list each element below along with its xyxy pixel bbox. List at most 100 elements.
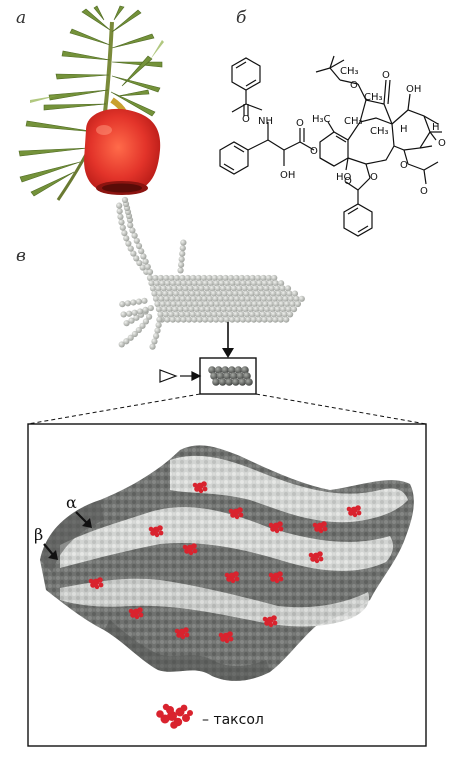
tubulin-bead bbox=[219, 300, 226, 308]
tubulin-bead bbox=[202, 280, 209, 287]
tubulin-bead bbox=[233, 274, 240, 282]
tubulin-bead bbox=[196, 295, 203, 302]
beta-label: β bbox=[34, 525, 43, 544]
tubulin-bead bbox=[160, 285, 167, 292]
tubulin-bead bbox=[173, 290, 180, 297]
tubulin-bead bbox=[190, 295, 197, 302]
tubulin-bead bbox=[196, 316, 203, 323]
tubulin-bead bbox=[228, 295, 235, 302]
tubulin-bead bbox=[233, 311, 240, 318]
taxol-molecule bbox=[182, 544, 188, 550]
tubulin-bead bbox=[243, 290, 250, 297]
tubulin-bead bbox=[170, 300, 177, 308]
tubulin-bead bbox=[247, 285, 254, 292]
taxol-molecule bbox=[184, 548, 190, 554]
tubulin-bead bbox=[294, 300, 301, 308]
tubulin-bead bbox=[163, 274, 170, 282]
tubulin-bead bbox=[135, 298, 143, 305]
tubulin-bead bbox=[187, 285, 194, 292]
tubulin-bead bbox=[206, 295, 214, 302]
tubulin-bead bbox=[260, 274, 267, 282]
tubulin-bead bbox=[273, 300, 280, 308]
tubulin-bead bbox=[141, 297, 148, 304]
taxol-molecule bbox=[268, 572, 274, 578]
tubulin-bead bbox=[154, 327, 161, 334]
taxol-molecule bbox=[137, 607, 143, 613]
taxol-molecule bbox=[148, 526, 154, 532]
tubulin-bead bbox=[133, 237, 140, 244]
tubulin-bead bbox=[251, 280, 258, 287]
tubulin-bead bbox=[289, 300, 296, 308]
tubulin-bead bbox=[266, 295, 273, 302]
tubulin-bead bbox=[254, 311, 261, 318]
tubulin-bead bbox=[193, 285, 200, 292]
tubulin-bead bbox=[206, 274, 213, 282]
tubulin-bead bbox=[198, 285, 205, 292]
tubulin-bead bbox=[153, 280, 160, 287]
tubulin-bead bbox=[252, 285, 259, 292]
tubulin-bead bbox=[216, 372, 225, 380]
tubulin-bead bbox=[164, 316, 171, 323]
panel-label-v: в bbox=[16, 246, 26, 266]
tubulin-bead bbox=[120, 311, 127, 318]
tubulin-bead bbox=[242, 306, 249, 313]
tubulin-bead bbox=[173, 274, 181, 282]
tubulin-bead bbox=[281, 290, 288, 297]
tubulin-bead bbox=[212, 316, 220, 323]
taxol-molecule bbox=[346, 506, 352, 512]
tubulin-bead bbox=[270, 311, 277, 318]
tubulin-bead bbox=[261, 316, 268, 323]
tubulin-bead bbox=[181, 300, 188, 308]
tubulin-bead bbox=[263, 285, 270, 292]
tubulin-bead bbox=[189, 311, 196, 318]
tubulin-bead bbox=[166, 285, 173, 292]
tubulin-bead bbox=[275, 290, 282, 297]
tubulin-bead bbox=[126, 310, 133, 317]
tubulin-bead bbox=[228, 366, 236, 374]
tubulin-bead bbox=[118, 219, 125, 226]
tubulin-bead bbox=[123, 338, 130, 345]
tubulin-bead bbox=[245, 378, 253, 386]
tubulin-bead bbox=[133, 314, 140, 321]
tubulin-bead bbox=[214, 285, 221, 292]
taxol-molecule bbox=[274, 578, 280, 584]
taxol-molecule bbox=[234, 576, 240, 582]
atom-label: CH₃ bbox=[370, 126, 389, 137]
tubulin-bead bbox=[159, 280, 166, 287]
tubulin-bead bbox=[168, 311, 175, 318]
taxol-molecule bbox=[194, 486, 200, 492]
tubulin-bead bbox=[159, 300, 166, 308]
tubulin-bead bbox=[209, 306, 217, 313]
tubulin-bead bbox=[180, 280, 187, 287]
tubulin-bead bbox=[168, 274, 175, 282]
taxol-molecule bbox=[174, 628, 180, 634]
tubulin-bead bbox=[249, 311, 256, 318]
taxol-molecule bbox=[150, 530, 156, 536]
tubulin-bead bbox=[186, 280, 193, 287]
tubulin-bead bbox=[280, 306, 287, 313]
tubulin-bead bbox=[260, 295, 268, 302]
tubulin-bead bbox=[139, 264, 146, 271]
tubulin-bead bbox=[124, 300, 131, 307]
tubulin-bead bbox=[183, 290, 190, 297]
taxol-molecule bbox=[356, 510, 362, 516]
taxol-molecule bbox=[228, 636, 234, 642]
tubulin-bead bbox=[224, 280, 231, 287]
tubulin-bead bbox=[234, 316, 241, 323]
taxol-molecule bbox=[238, 512, 244, 518]
taxol-molecule bbox=[184, 632, 190, 638]
taxol-molecule bbox=[218, 632, 224, 638]
tubulin-bead bbox=[216, 290, 223, 297]
tubulin-bead bbox=[178, 290, 185, 297]
alpha-arrow-icon bbox=[75, 511, 92, 528]
taxol-molecule bbox=[220, 636, 226, 642]
taxol-molecule bbox=[88, 578, 94, 584]
tubulin-bead bbox=[217, 295, 224, 302]
tubulin-bead bbox=[195, 274, 202, 282]
tubulin-bead bbox=[250, 316, 257, 323]
tubulin-bead bbox=[123, 235, 130, 242]
tubulin-bead bbox=[147, 304, 154, 312]
tubulin-bead bbox=[210, 372, 218, 380]
tubulin-bead bbox=[225, 378, 233, 386]
tubulin-bead bbox=[259, 290, 266, 297]
